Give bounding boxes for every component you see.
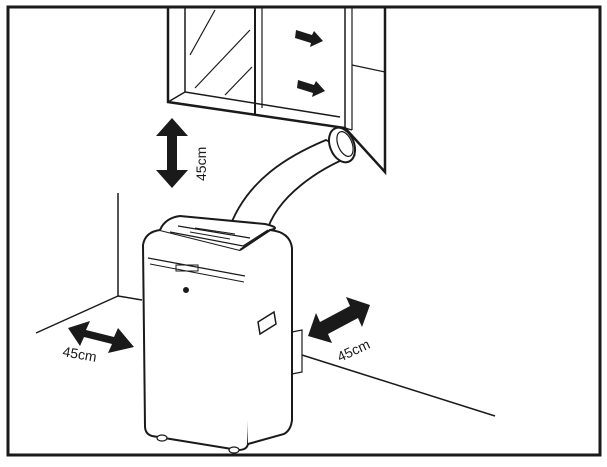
ac-wheel — [156, 434, 168, 442]
ac-wheel — [228, 446, 240, 454]
window-frame-right-depth — [351, 64, 386, 73]
arrow-right-icon — [295, 30, 323, 47]
ac-grille — [147, 257, 246, 277]
ac-indicator — [183, 287, 189, 293]
glass-reflection — [189, 9, 216, 56]
double-arrow-icon — [156, 118, 188, 188]
clearance-label-left: 45cm — [61, 343, 97, 365]
diagram-frame — [6, 5, 602, 457]
portable-air-conditioner — [141, 214, 303, 454]
room-lines — [35, 193, 496, 417]
floor-right-edge — [301, 354, 496, 417]
window — [166, 7, 387, 176]
glass-reflection — [224, 66, 253, 96]
ac-grille — [149, 263, 245, 283]
ac-side-handle — [257, 310, 277, 336]
arrow-right-icon — [297, 80, 325, 97]
airflow-arrows — [295, 30, 325, 97]
hose-window-coupling-inner — [336, 131, 354, 157]
double-arrow-icon — [68, 321, 134, 353]
floor-left-edge — [35, 295, 119, 334]
glass-reflection — [194, 29, 251, 89]
clearance-arrows — [68, 118, 370, 353]
window-sill-line — [344, 127, 353, 131]
window-sill-depth — [167, 91, 186, 103]
ac-side-vent — [291, 329, 303, 375]
floor-left-back — [117, 295, 143, 301]
ac-panel-detail — [194, 227, 236, 235]
clearance-label-top: 45cm — [193, 147, 209, 181]
ac-body-front — [141, 228, 252, 452]
ac-logo — [175, 264, 199, 272]
ac-panel-detail — [189, 231, 231, 240]
ac-control-panel — [169, 225, 269, 247]
double-arrow-icon — [308, 297, 370, 343]
ac-body-side — [239, 228, 293, 445]
